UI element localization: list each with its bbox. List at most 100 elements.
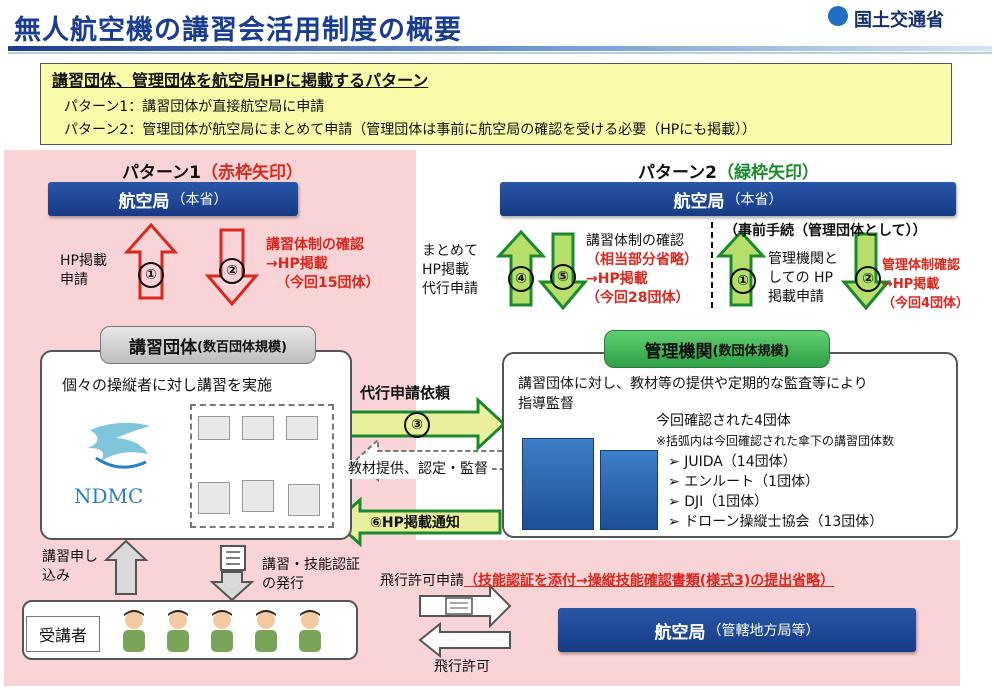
building-icon <box>288 484 320 516</box>
step1-line: HP掲載 <box>60 253 107 269</box>
summary-box <box>40 63 952 145</box>
management-org-sub: (数団体規模) <box>712 343 790 359</box>
pattern1-heading: パターン1（赤枠矢印） <box>122 158 303 183</box>
ndmc-logo-text: NDMC <box>74 484 144 508</box>
ministry-logo-icon <box>828 6 848 26</box>
summary-line-1: パターン1：講習団体が直接航空局に申請 <box>64 99 325 115</box>
step2-number: ② <box>219 258 245 284</box>
office-building-icon <box>600 450 658 530</box>
flight-document-icon <box>445 597 473 615</box>
apply-text: 講習申し 込み <box>42 548 98 586</box>
step6-label: ⑥HP掲載通知 <box>370 515 460 531</box>
pattern2-heading-main: パターン2 <box>638 163 717 183</box>
cert-line: の発行 <box>262 576 304 592</box>
pre2-text: 管理体制確認 →HP掲載 （今回4団体） <box>882 256 969 313</box>
pattern2-heading: パターン2（緑枠矢印） <box>638 158 819 183</box>
list-bullet-icon: ➢ <box>668 494 685 510</box>
building-icon <box>286 416 318 440</box>
step5-text: 講習体制の確認 （相当部分省略） →HP掲載 （今回28団体） <box>586 232 698 308</box>
pattern1-heading-main: パターン1 <box>122 163 201 183</box>
trainees-icon <box>123 610 321 652</box>
cert-line: 講習・技能認証 <box>262 557 360 573</box>
confirmed-list-item: ➢ DJI（1団体） <box>668 494 769 510</box>
confirmed-list-item: ➢ ドローン操縦士協会（13団体） <box>668 514 884 530</box>
step4-line: まとめて <box>422 243 478 259</box>
step2-line: 講習体制の確認 <box>266 237 364 253</box>
page-title: 無人航空機の講習会活用制度の概要 <box>14 15 462 46</box>
training-org-desc: 個々の操縦者に対し講習を実施 <box>62 376 273 394</box>
step2-line: →HP掲載 <box>266 256 328 272</box>
summary-heading: 講習団体、管理団体を航空局HPに掲載するパターン <box>52 71 429 90</box>
pattern2-bureau-label: 航空局 <box>673 191 725 212</box>
step1-number: ① <box>138 262 164 288</box>
pre2-line: 管理体制確認 <box>882 258 961 273</box>
apply-up-arrow <box>103 539 149 595</box>
building-icon <box>242 480 274 512</box>
pre2-line: （今回4団体） <box>882 296 970 311</box>
step4-line: 代行申請 <box>422 281 478 297</box>
person-icon <box>123 610 145 652</box>
management-desc-line: 指導監督 <box>518 396 574 412</box>
confirmed-heading: 今回確認された4団体 <box>656 413 791 429</box>
building-icon <box>242 416 274 440</box>
flight-apply-prefix: 飛行許可申請 <box>380 573 464 589</box>
step3-label: 代行申請依頼 <box>360 384 451 402</box>
list-bullet-icon: ➢ <box>668 454 685 470</box>
step5-line: →HP掲載 <box>586 271 648 287</box>
person-icon <box>167 610 189 652</box>
pre1-text: 管理機関と しての HP 掲載申請 <box>768 250 838 307</box>
confirmed-list: ➢ JUIDA（14団体） ➢ エンルート（1団体） ➢ DJI（1団体） ➢ … <box>668 452 883 532</box>
regional-bureau-label: 航空局 <box>654 622 706 643</box>
pattern1-bureau-label: 航空局 <box>118 191 170 212</box>
step1-line: 申請 <box>60 272 88 288</box>
step1-text: HP掲載 申請 <box>60 252 107 290</box>
pre1-number: ① <box>730 268 756 294</box>
flight-permit-left-arrow <box>418 621 511 659</box>
step6-left-arrow <box>332 496 502 548</box>
step4-text: まとめて HP掲載 代行申請 <box>422 242 478 299</box>
pattern1-bureau-box: 航空局（本省） <box>48 182 298 216</box>
list-bullet-icon: ➢ <box>668 474 685 490</box>
confirmed-note: ※括弧内は今回確認された傘下の講習団体数 <box>656 434 895 448</box>
flight-apply-text: 飛行許可申請（技能認証を添付→操縦技能確認書類(様式3)の提出省略） <box>380 572 834 591</box>
pre1-line: しての HP <box>768 270 833 286</box>
training-org-tag: 講習団体(数百団体規模) <box>100 326 316 364</box>
pattern2-bureau-box: 航空局（本省） <box>500 182 956 216</box>
step4-line: HP掲載 <box>422 262 469 278</box>
cert-text: 講習・技能認証 の発行 <box>262 556 360 594</box>
training-org-name: 講習団体 <box>129 337 198 358</box>
step4-number: ④ <box>508 266 534 292</box>
person-icon <box>299 610 321 652</box>
management-org-tag: 管理機関(数団体規模) <box>604 330 830 368</box>
step5-number: ⑤ <box>550 264 576 290</box>
pre2-number: ② <box>855 266 881 292</box>
flight-apply-note: （技能認証を添付→操縦技能確認書類(様式3)の提出省略） <box>464 573 835 589</box>
step1-up-arrow <box>123 222 179 300</box>
building-icon <box>198 482 230 514</box>
step2-text: 講習体制の確認 →HP掲載 （今回15団体） <box>266 236 379 293</box>
title-underline-secondary <box>8 52 992 54</box>
pre1-line: 掲載申請 <box>768 289 824 305</box>
confirmed-list-item: ➢ エンルート（1団体） <box>668 474 820 490</box>
step5-line: （相当部分省略） <box>586 252 698 268</box>
office-building-icon <box>522 438 594 530</box>
pre1-line: 管理機関と <box>768 251 838 267</box>
material-label: 教材提供、認定・監督 <box>344 460 492 479</box>
regional-bureau-box: 航空局（管轄地方局等） <box>558 608 916 652</box>
pattern2-heading-note: （緑枠矢印） <box>716 163 819 183</box>
list-bullet-icon: ➢ <box>668 514 685 530</box>
apply-line: 込み <box>42 568 70 584</box>
step2-line: （今回15団体） <box>276 275 380 291</box>
building-icon <box>198 416 230 440</box>
training-buildings-group <box>190 404 334 528</box>
step5-line: 講習体制の確認 <box>586 233 684 249</box>
pattern1-heading-note: （赤枠矢印） <box>200 163 303 183</box>
management-org-name: 管理機関 <box>644 341 713 362</box>
management-org-desc: 講習団体に対し、教材等の提供や定期的な監査等により 指導監督 <box>518 374 868 414</box>
training-org-sub: (数百団体規模) <box>197 339 287 355</box>
title-underline <box>8 46 992 51</box>
ndmc-emblem-icon <box>88 422 150 469</box>
pre-procedure-heading: （事前手続（管理団体として）） <box>724 223 927 239</box>
pre2-line: →HP掲載 <box>882 277 940 292</box>
